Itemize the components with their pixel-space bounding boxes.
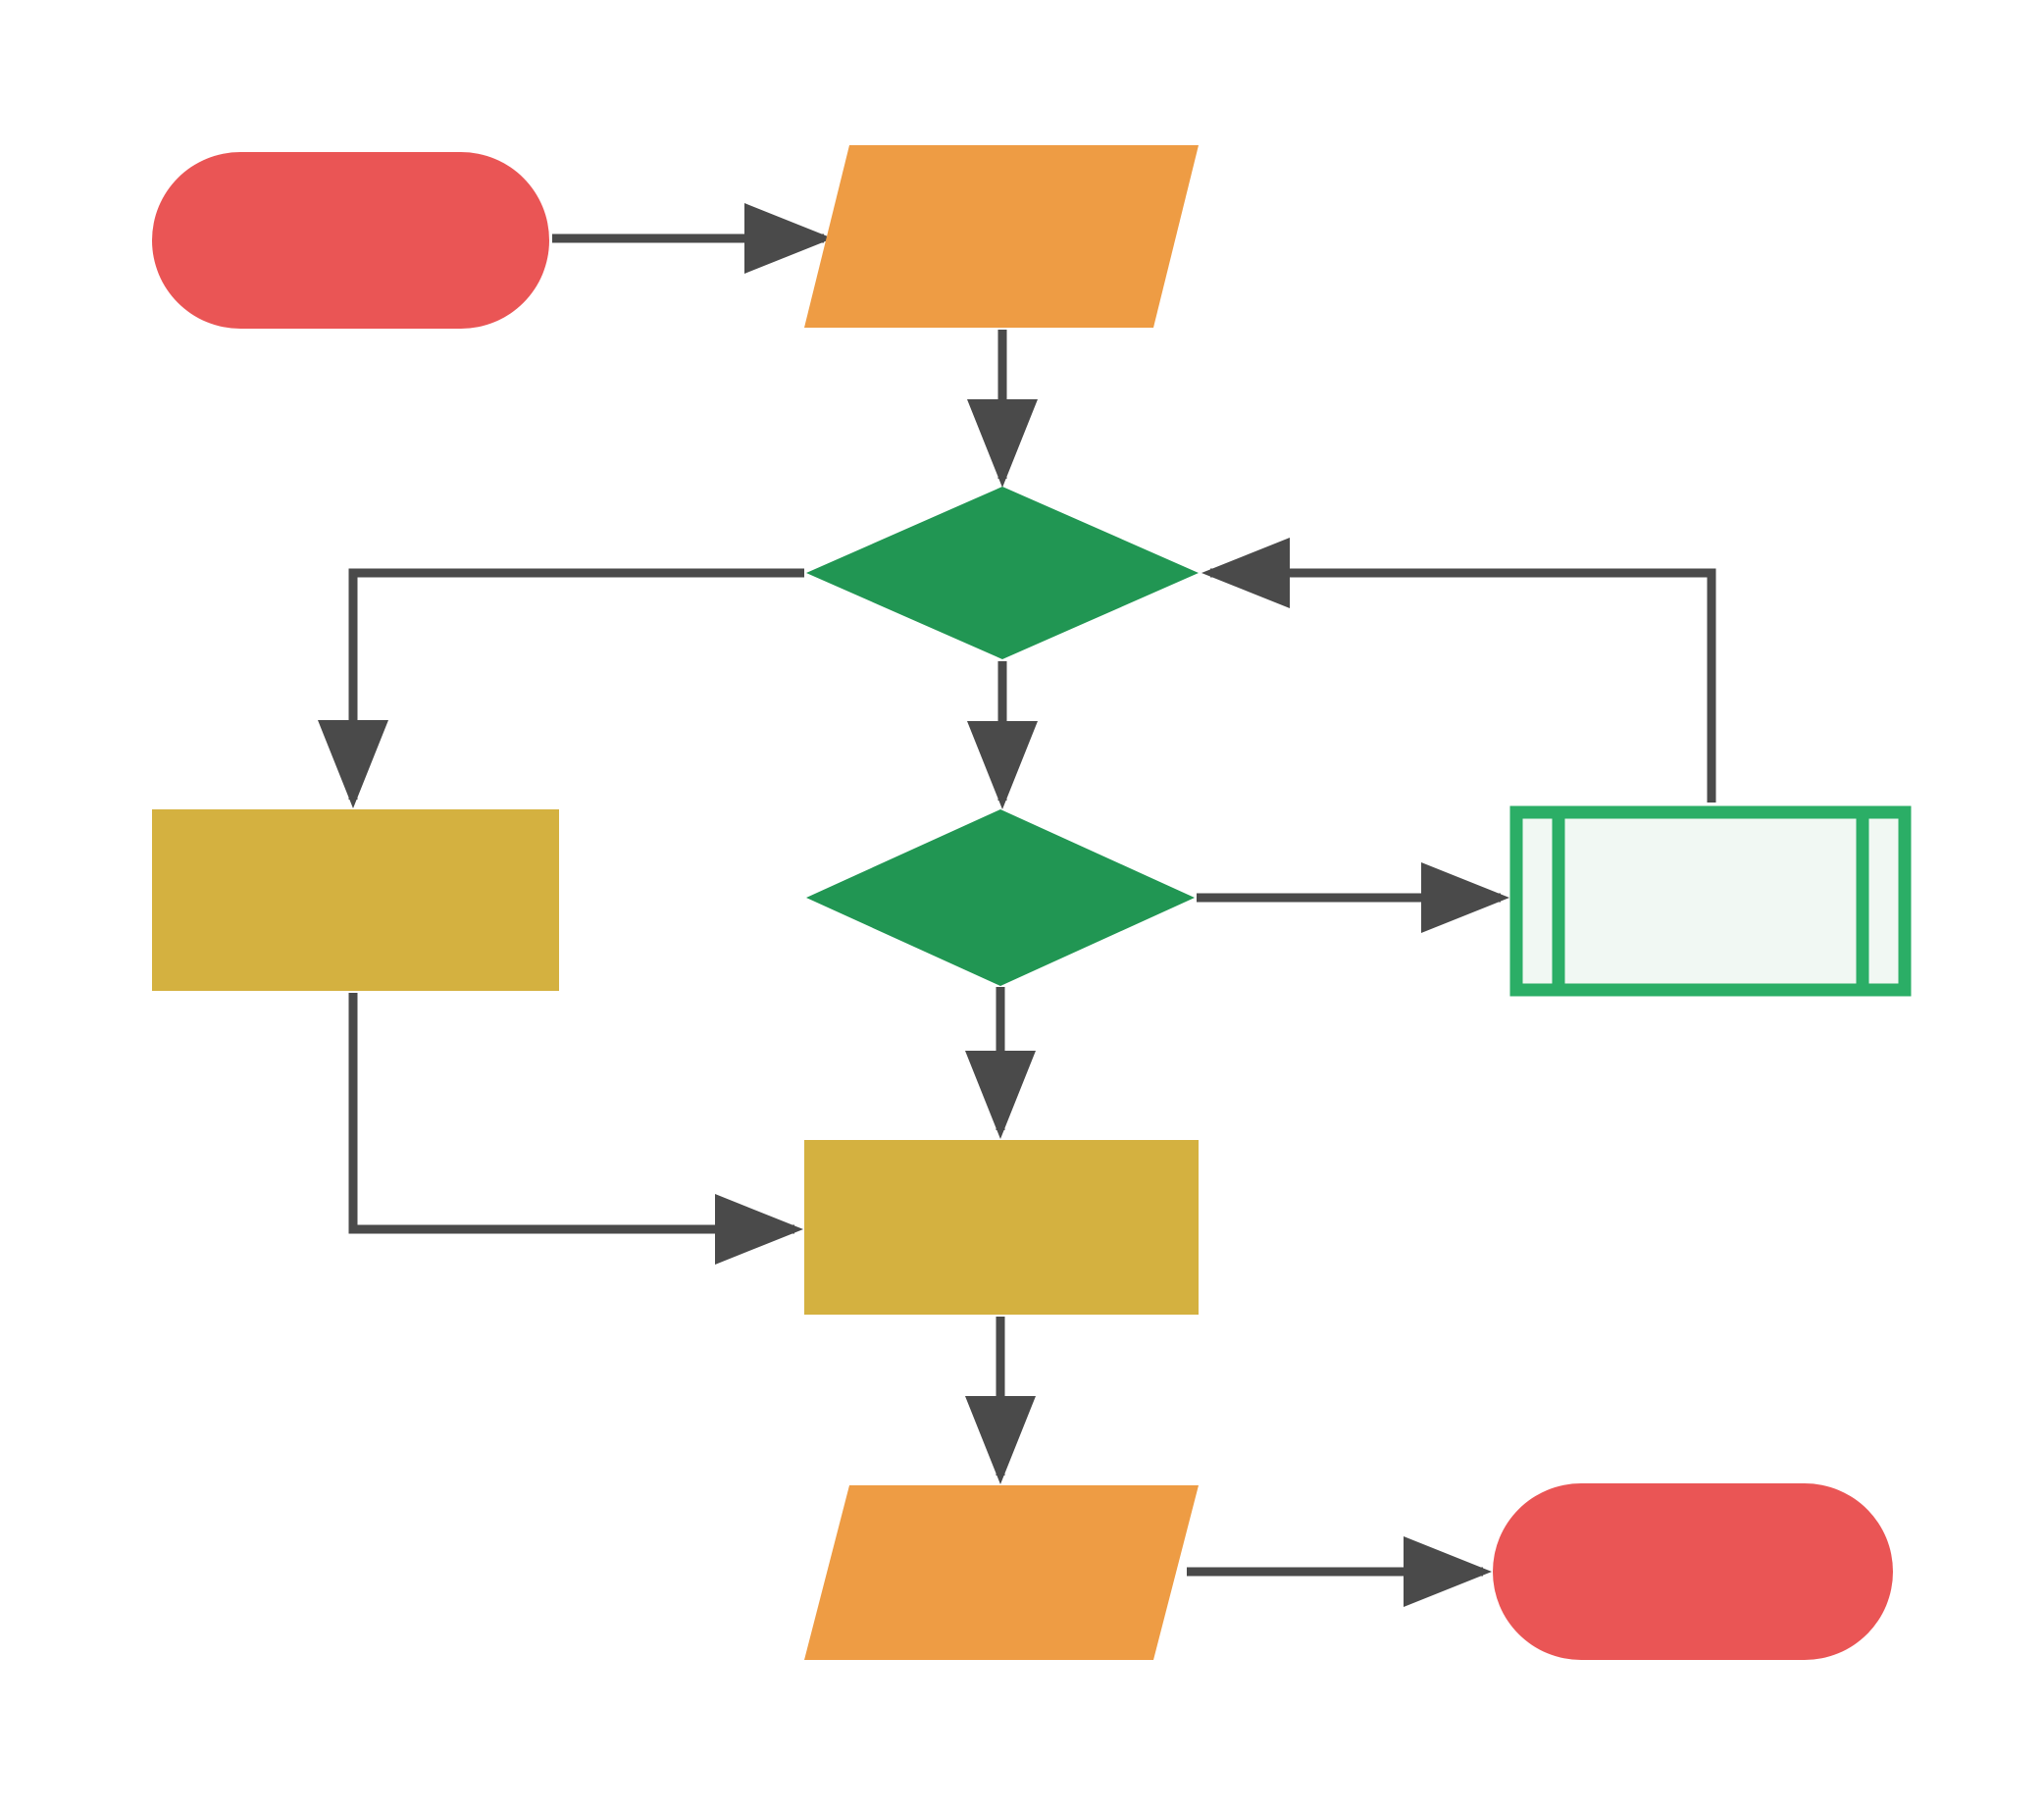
edge-subroutine-loopback-to-decision1[interactable] xyxy=(1201,538,1716,803)
input-parallelogram-shape[interactable] xyxy=(804,145,1199,328)
process-center-shape[interactable] xyxy=(804,1140,1199,1315)
process-left-shape[interactable] xyxy=(152,809,559,991)
decision-1-shape[interactable] xyxy=(806,487,1199,659)
start-terminator-shape[interactable] xyxy=(152,152,549,329)
edge-decision1-to-process-left[interactable] xyxy=(318,568,804,808)
node-process-center[interactable] xyxy=(804,1140,1199,1315)
node-end-terminator[interactable] xyxy=(1493,1483,1893,1660)
end-terminator-shape[interactable] xyxy=(1493,1483,1893,1660)
output-parallelogram-shape[interactable] xyxy=(804,1485,1199,1660)
decision-2-shape[interactable] xyxy=(806,809,1195,986)
node-output-parallelogram[interactable] xyxy=(804,1485,1199,1660)
node-subroutine[interactable] xyxy=(1509,805,1912,997)
subroutine-outer-shape[interactable] xyxy=(1509,805,1912,997)
nodes-layer xyxy=(152,145,1912,1660)
connectors-layer xyxy=(318,203,1716,1607)
node-decision-1[interactable] xyxy=(806,487,1199,659)
node-start-terminator[interactable] xyxy=(152,152,549,329)
node-process-left[interactable] xyxy=(152,809,559,991)
node-decision-2[interactable] xyxy=(806,809,1195,986)
edge-process-left-to-process-center[interactable] xyxy=(348,993,803,1265)
node-input-parallelogram[interactable] xyxy=(804,145,1199,328)
